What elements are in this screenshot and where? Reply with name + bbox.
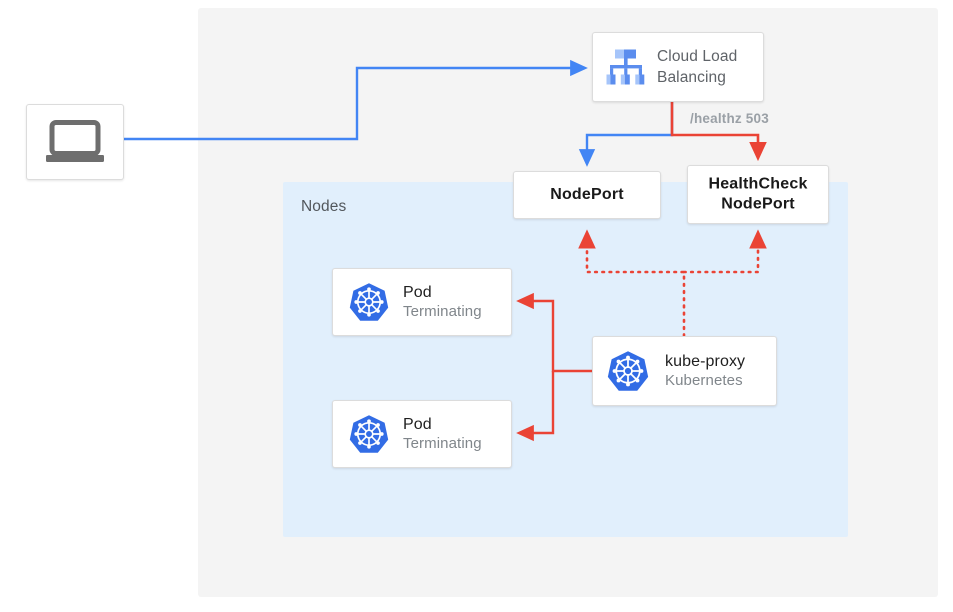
kubernetes-icon [349, 415, 389, 453]
nodeport-label: NodePort [550, 185, 624, 203]
healthz-edge-label: /healthz 503 [690, 111, 769, 126]
pod-status: Terminating [403, 434, 482, 452]
kube-proxy-subtitle: Kubernetes [665, 371, 743, 389]
cloud-load-balancing-label: Cloud Load Balancing [657, 46, 737, 89]
kube-proxy-text: kube-proxy Kubernetes [665, 352, 745, 391]
kube-proxy-card: kube-proxy Kubernetes [592, 336, 777, 406]
healthcheck-nodeport-label-line1: HealthCheck [708, 175, 808, 193]
cloud-load-balancing-card: Cloud Load Balancing [592, 32, 764, 102]
pod-title: Pod [403, 415, 432, 433]
cloud-load-balancing-title-line1: Cloud Load [657, 47, 738, 65]
pod-status: Terminating [403, 302, 482, 320]
healthcheck-nodeport-label: HealthCheck NodePort [688, 174, 828, 215]
cloud-load-balancing-icon [606, 49, 645, 85]
healthcheck-nodeport-label-line2: NodePort [721, 195, 795, 213]
kubernetes-icon [349, 283, 389, 321]
nodeport-card: NodePort [513, 171, 661, 219]
laptop-icon [46, 120, 104, 162]
pod-card: Pod Terminating [332, 268, 512, 336]
pod-text: Pod Terminating [403, 415, 482, 454]
kube-proxy-title: kube-proxy [665, 352, 746, 370]
pod-title: Pod [403, 283, 432, 301]
kubernetes-icon [607, 351, 649, 391]
client-device-card [26, 104, 124, 180]
pod-text: Pod Terminating [403, 283, 482, 322]
nodes-panel-label: Nodes [301, 198, 347, 215]
healthcheck-nodeport-card: HealthCheck NodePort [687, 165, 829, 224]
pod-card: Pod Terminating [332, 400, 512, 468]
cloud-load-balancing-title-line2: Balancing [657, 69, 726, 86]
